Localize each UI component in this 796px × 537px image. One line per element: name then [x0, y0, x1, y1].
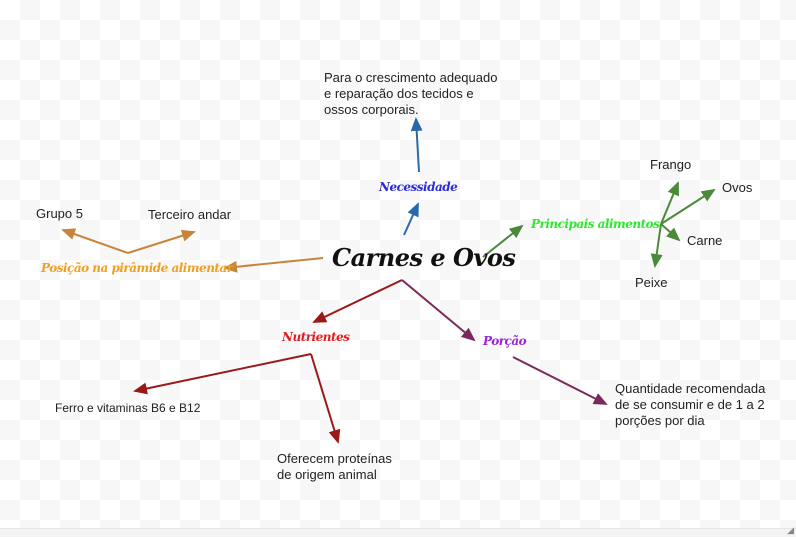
arrow-ferro: [133, 353, 312, 395]
arrow-posicao: [223, 257, 324, 273]
item-ferro-vitaminas[interactable]: Ferro e vitaminas B6 e B12: [55, 401, 201, 415]
topic-principais-alimentos[interactable]: Principais alimentos: [531, 217, 660, 231]
necessidade-detail[interactable]: Para o crescimento adequado e reparação …: [324, 70, 497, 118]
topic-necessidade[interactable]: Necessidade: [379, 180, 458, 194]
item-frango[interactable]: Frango: [650, 157, 692, 172]
topic-nutrientes[interactable]: Nutrientes: [282, 330, 350, 344]
item-proteinas[interactable]: Oferecem proteínas de origem animal: [277, 451, 392, 483]
arrow-proteinas: [310, 353, 341, 444]
detail-line: Oferecem proteínas: [277, 451, 392, 466]
detail-line: ossos corporais.: [324, 102, 419, 117]
arrow-necessidade-detail: [410, 117, 423, 173]
item-ovos[interactable]: Ovos: [722, 180, 753, 195]
detail-line: Para o crescimento adequado: [324, 70, 498, 85]
detail-line: e reparação dos tecidos e: [324, 86, 474, 101]
canvas-bottom-edge: [0, 528, 796, 537]
arrow-necessidade: [403, 202, 419, 236]
arrow-peixe: [650, 223, 663, 268]
detail-line: de se consumir e de 1 a 2: [615, 397, 765, 412]
topic-porcao[interactable]: Porção: [483, 334, 527, 348]
detail-line: Quantidade recomendada: [615, 381, 766, 396]
arrow-ovos: [660, 188, 716, 225]
item-terceiro-andar[interactable]: Terceiro andar: [148, 207, 232, 222]
arrow-principais: [482, 224, 524, 258]
item-carne[interactable]: Carne: [687, 233, 723, 248]
arrow-nutrientes: [312, 279, 403, 323]
arrow-frango: [660, 181, 679, 225]
detail-line: de origem animal: [277, 467, 377, 482]
arrow-carne: [660, 223, 681, 242]
central-topic[interactable]: Carnes e Ovos: [332, 243, 516, 272]
topic-posicao[interactable]: Posição na pirâmide alimentar: [41, 261, 233, 275]
item-grupo-5[interactable]: Grupo 5: [36, 206, 83, 221]
arrow-andar: [127, 229, 196, 254]
porcao-detail[interactable]: Quantidade recomendada de se consumir e …: [615, 381, 765, 429]
arrow-porcao: [401, 279, 476, 342]
item-peixe[interactable]: Peixe: [635, 275, 668, 290]
detail-line: porções por dia: [615, 413, 705, 428]
arrow-grupo: [61, 228, 129, 254]
arrow-porcao-detail: [512, 356, 608, 405]
resize-handle-icon[interactable]: ◢: [787, 525, 794, 535]
